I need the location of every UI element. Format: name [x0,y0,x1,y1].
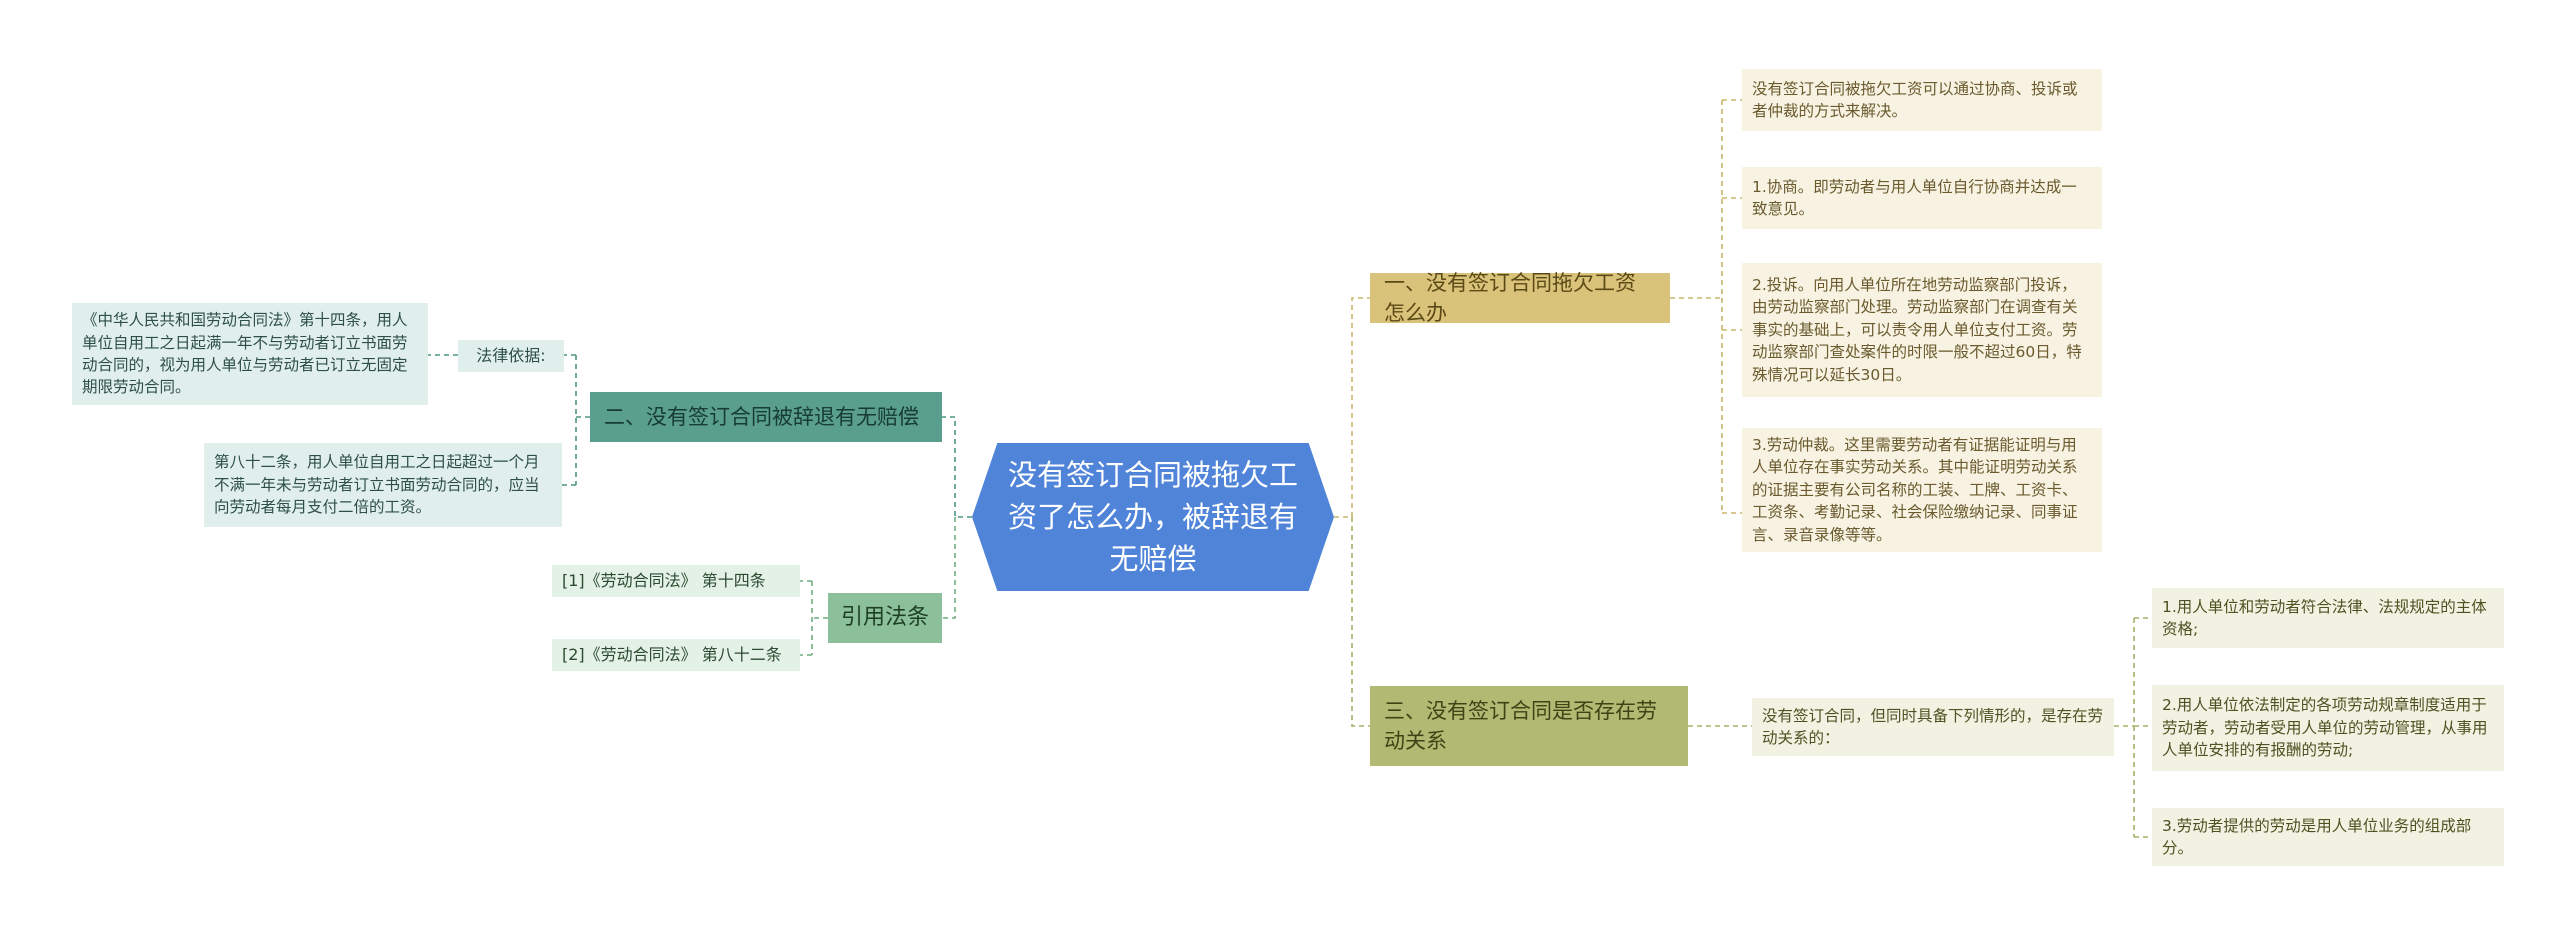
link-condition-leaves [2114,617,2152,838]
leaf-article-82[interactable]: 第八十二条，用人单位自用工之日起超过一个月不满一年未与劳动者订立书面劳动合同的，… [204,443,562,527]
leaf-complaint-text: 2.投诉。向用人单位所在地劳动监察部门投诉，由劳动监察部门处理。劳动监察部门在调… [1752,275,2082,384]
branch-unpaid-wages-label: 一、没有签订合同拖欠工资怎么办 [1384,270,1636,325]
leaf-relation-condition[interactable]: 没有签订合同，但同时具备下列情形的，是存在劳动关系的： [1752,698,2114,756]
link-branch2-children [562,354,590,486]
leaf-labor-management-text: 2.用人单位依法制定的各项劳动规章制度适用于劳动者，劳动者受用人单位的劳动管理，… [2162,696,2488,760]
leaf-citation-1[interactable]: [1]《劳动合同法》 第十四条 [552,565,800,597]
leaf-complaint[interactable]: 2.投诉。向用人单位所在地劳动监察部门投诉，由劳动监察部门处理。劳动监察部门在调… [1742,263,2102,397]
branch-dismissal-compensation-label: 二、没有签订合同被辞退有无赔偿 [604,404,919,429]
branch-unpaid-wages[interactable]: 一、没有签订合同拖欠工资怎么办 [1370,271,1670,325]
leaf-article-14-text: 《中华人民共和国劳动合同法》第十四条，用人单位自用工之日起满一年不与劳动者订立书… [82,311,408,397]
leaf-negotiation[interactable]: 1.协商。即劳动者与用人单位自行协商并达成一致意见。 [1742,167,2102,229]
leaf-arbitration-text: 3.劳动仲裁。这里需要劳动者有证据能证明与用人单位存在事实劳动关系。其中能证明劳… [1752,435,2078,544]
leaf-subject-qualification[interactable]: 1.用人单位和劳动者符合法律、法规规定的主体资格; [2152,588,2504,648]
root-topic[interactable]: 没有签订合同被拖欠工资了怎么办，被辞退有无赔偿 [972,443,1334,591]
leaf-arbitration[interactable]: 3.劳动仲裁。这里需要劳动者有证据能证明与用人单位存在事实劳动关系。其中能证明劳… [1742,428,2102,552]
branch-labor-relation-label: 三、没有签订合同是否存在劳动关系 [1384,698,1657,753]
leaf-legal-basis-label[interactable]: 法律依据: [458,340,564,372]
leaf-citation-1-text: [1]《劳动合同法》 第十四条 [562,571,766,591]
link-root-branch2 [942,416,972,518]
leaf-article-14[interactable]: 《中华人民共和国劳动合同法》第十四条，用人单位自用工之日起满一年不与劳动者订立书… [72,303,428,405]
link-branch1-leaves [1670,99,1742,514]
leaf-business-component-text: 3.劳动者提供的劳动是用人单位业务的组成部分。 [2162,816,2472,857]
leaf-solutions-intro[interactable]: 没有签订合同被拖欠工资可以通过协商、投诉或者仲裁的方式来解决。 [1742,69,2102,131]
branch-citations[interactable]: 引用法条 [828,593,942,643]
leaf-relation-condition-text: 没有签订合同，但同时具备下列情形的，是存在劳动关系的： [1762,706,2104,747]
branch-labor-relation[interactable]: 三、没有签订合同是否存在劳动关系 [1370,686,1688,766]
leaf-article-82-text: 第八十二条，用人单位自用工之日起超过一个月不满一年未与劳动者订立书面劳动合同的，… [214,453,540,517]
branch-citations-label: 引用法条 [840,605,929,631]
leaf-citation-2[interactable]: [2]《劳动合同法》 第八十二条 [552,639,800,671]
leaf-business-component[interactable]: 3.劳动者提供的劳动是用人单位业务的组成部分。 [2152,808,2504,866]
leaf-legal-basis-label-text: 法律依据: [476,346,546,366]
link-root-citations [942,517,956,619]
leaf-negotiation-text: 1.协商。即劳动者与用人单位自行协商并达成一致意见。 [1752,177,2077,218]
leaf-labor-management[interactable]: 2.用人单位依法制定的各项劳动规章制度适用于劳动者，劳动者受用人单位的劳动管理，… [2152,685,2504,771]
leaf-solutions-intro-text: 没有签订合同被拖欠工资可以通过协商、投诉或者仲裁的方式来解决。 [1752,79,2078,120]
leaf-subject-qualification-text: 1.用人单位和劳动者符合法律、法规规定的主体资格; [2162,597,2487,638]
leaf-citation-2-text: [2]《劳动合同法》 第八十二条 [562,645,782,665]
root-topic-text: 没有签订合同被拖欠工资了怎么办，被辞退有无赔偿 [1007,457,1298,577]
link-citations-items [800,580,828,656]
link-root-branch1 [1334,297,1370,518]
branch-dismissal-compensation[interactable]: 二、没有签订合同被辞退有无赔偿 [590,392,942,442]
link-root-branch3 [1351,517,1370,727]
